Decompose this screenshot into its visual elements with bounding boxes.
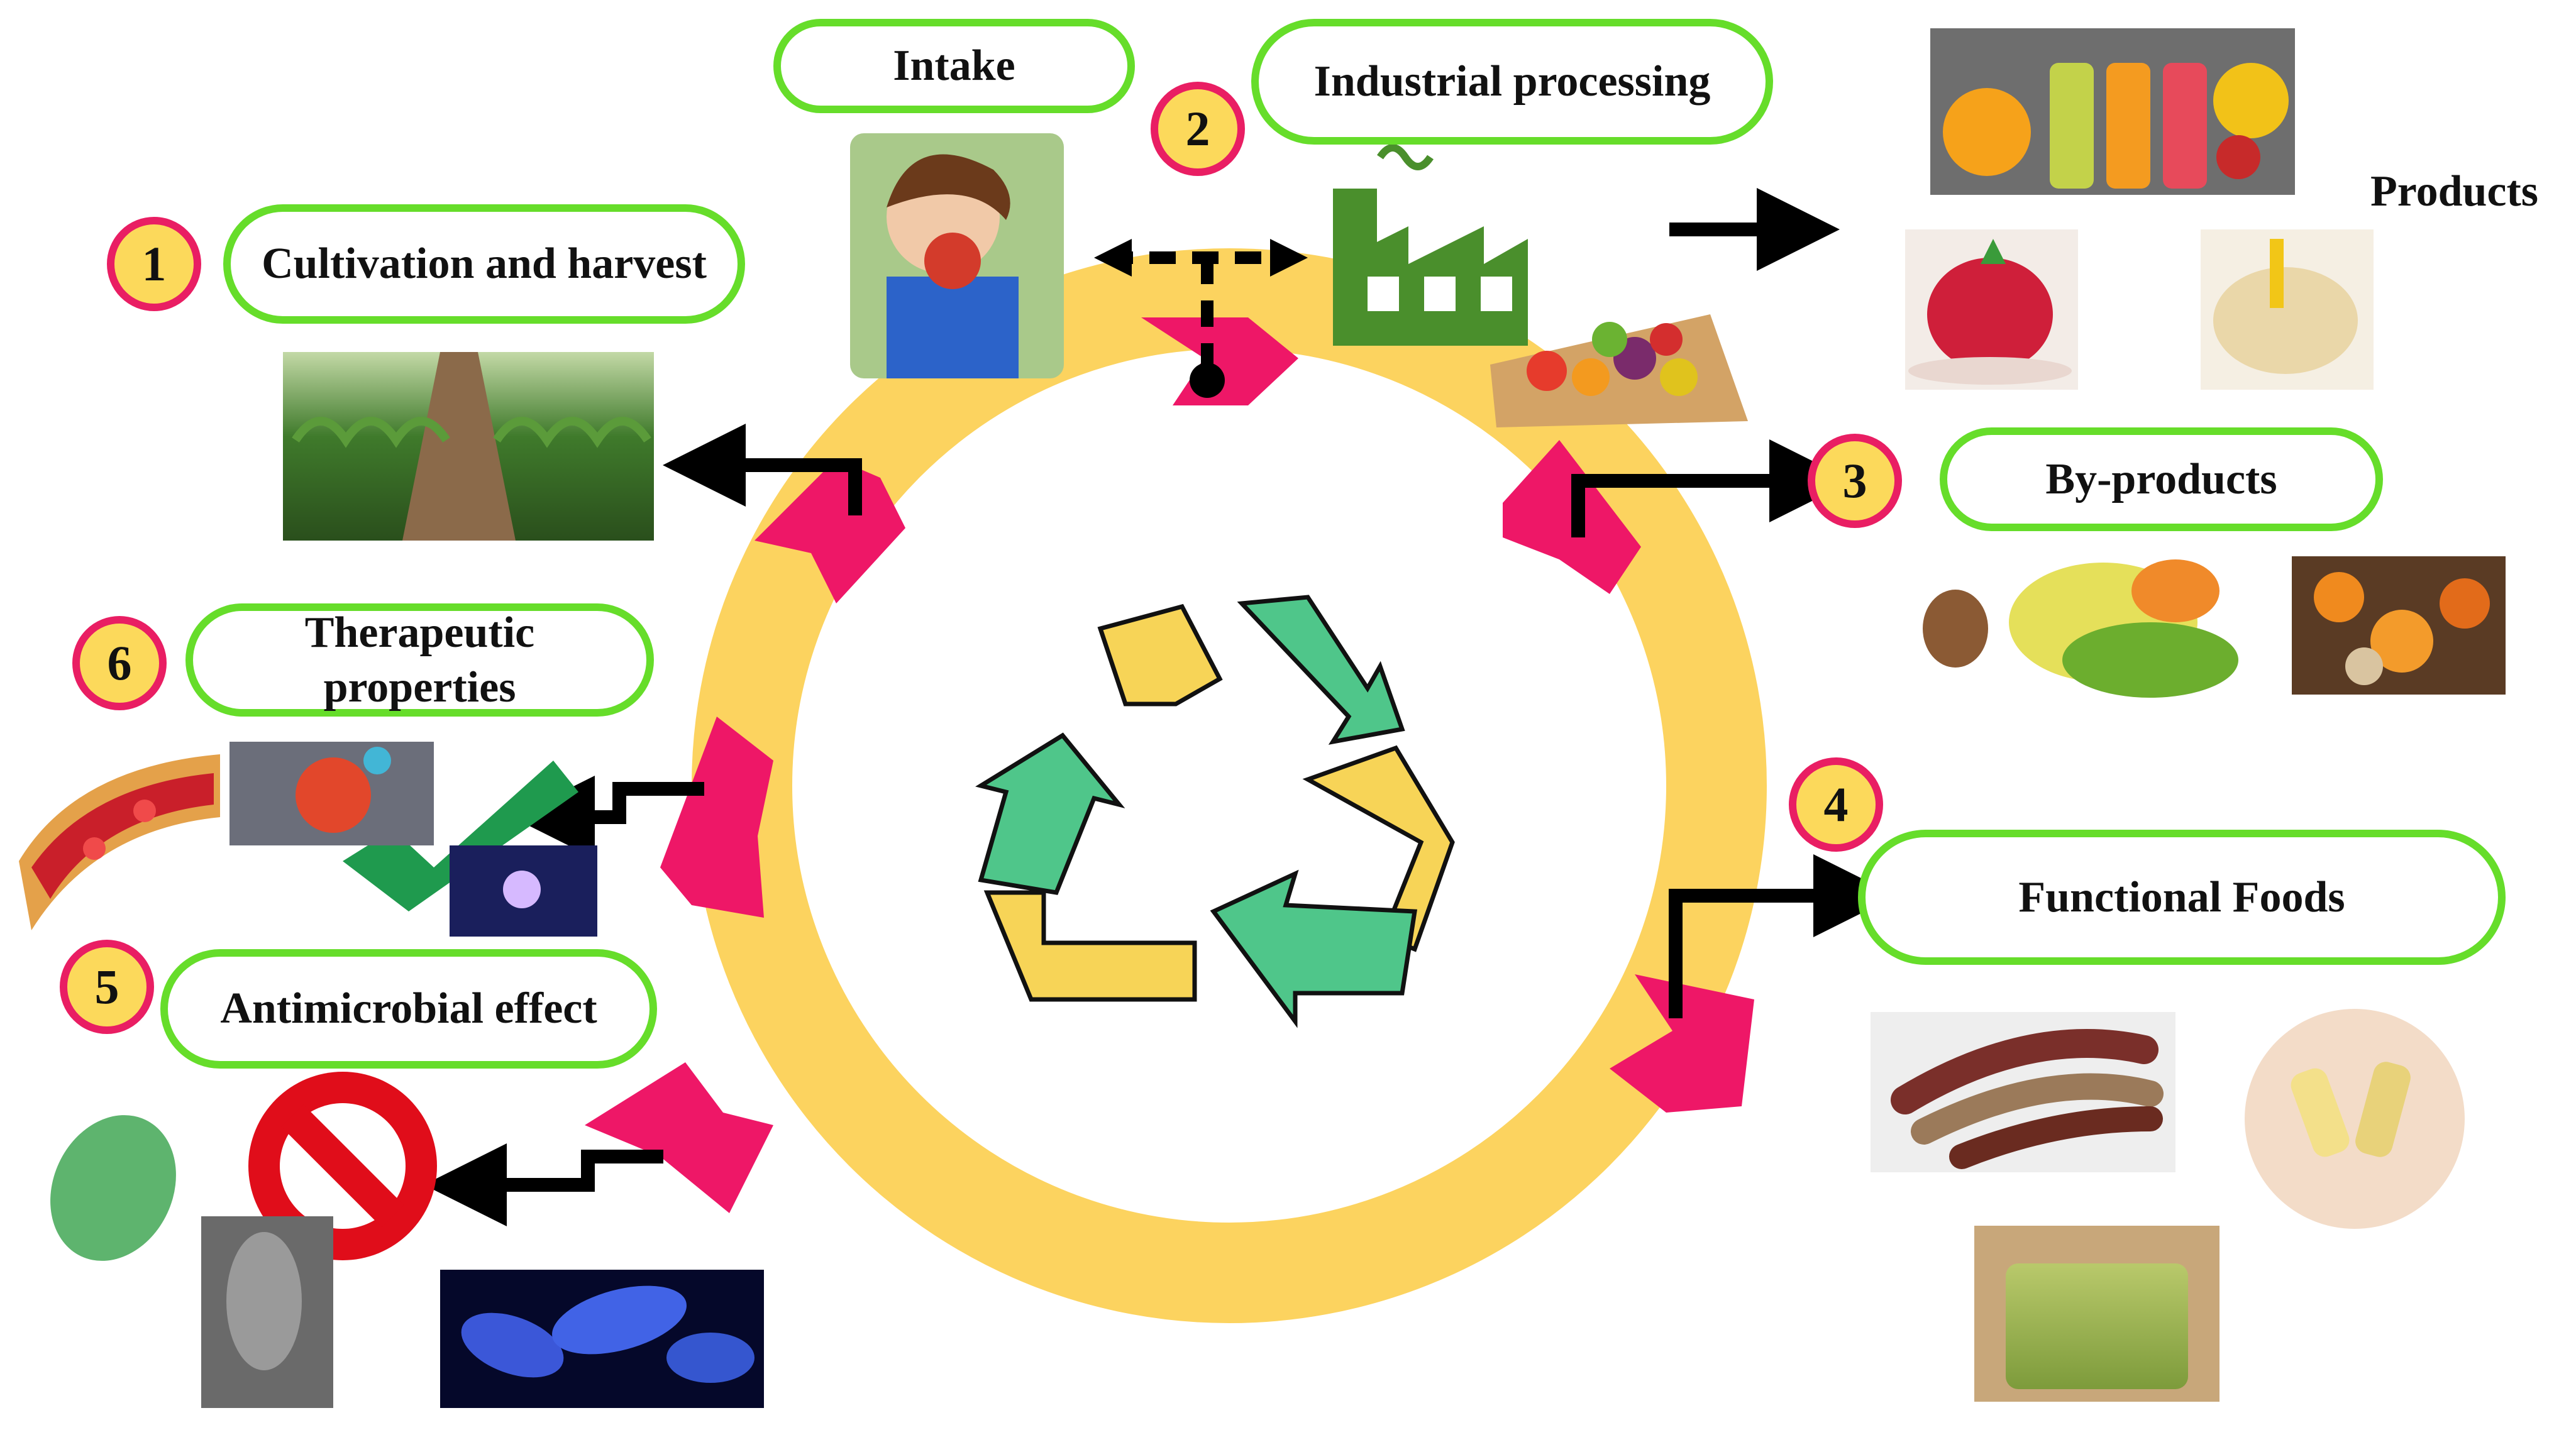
step-2-badge: 2 — [1151, 82, 1245, 176]
step-2-label: Industrial processing — [1251, 19, 1773, 145]
therapeutic-images — [19, 742, 597, 937]
factory-icon — [1333, 144, 1528, 346]
intake-processing-link — [1094, 239, 1308, 398]
step-4-label: Functional Foods — [1858, 830, 2506, 965]
arrow-to-antimicrobial — [424, 1143, 663, 1226]
step-1-label: Cultivation and harvest — [223, 204, 745, 324]
juices-photo — [1930, 28, 2295, 195]
check-mark-icon — [343, 761, 578, 911]
connector-arrows — [424, 188, 1896, 1226]
intake-label: Intake — [773, 19, 1135, 113]
recycle-icon — [975, 595, 1455, 1028]
fruit-crate — [1490, 314, 1748, 427]
step-5-label: Antimicrobial effect — [160, 949, 657, 1069]
field-photo — [283, 352, 654, 541]
step-6-label: Therapeutic properties — [185, 603, 654, 717]
step-3-label: By-products — [1940, 427, 2383, 531]
arrow-to-functional-foods — [1669, 854, 1896, 1018]
byproduct-images — [1923, 556, 2506, 698]
jelly-photo — [1905, 229, 2078, 390]
child-eating-photo — [850, 133, 1064, 378]
step-1-badge: 1 — [107, 217, 201, 311]
prohibition-icon — [248, 1072, 437, 1260]
chevron-lower-left — [585, 1062, 773, 1213]
chevron-left — [660, 717, 773, 918]
step-6-badge: 6 — [72, 616, 167, 710]
step-5-badge: 5 — [60, 940, 154, 1034]
bacteria-images — [50, 1115, 764, 1408]
puree-photo — [2201, 229, 2374, 390]
cycle-ring — [692, 248, 1767, 1323]
products-label: Products — [2370, 167, 2539, 216]
arrow-to-cultivation — [663, 424, 862, 515]
chevron-top — [1141, 317, 1298, 405]
ring-chevron-arrows — [585, 317, 1754, 1213]
chevron-right — [1610, 974, 1754, 1113]
chevron-upper-left — [755, 459, 905, 603]
step-3-badge: 3 — [1808, 434, 1902, 528]
step-4-badge: 4 — [1789, 757, 1883, 852]
functional-food-images — [1871, 1009, 2465, 1402]
arrow-to-byproducts — [1571, 439, 1852, 537]
arrow-to-therapeutic — [512, 776, 704, 859]
